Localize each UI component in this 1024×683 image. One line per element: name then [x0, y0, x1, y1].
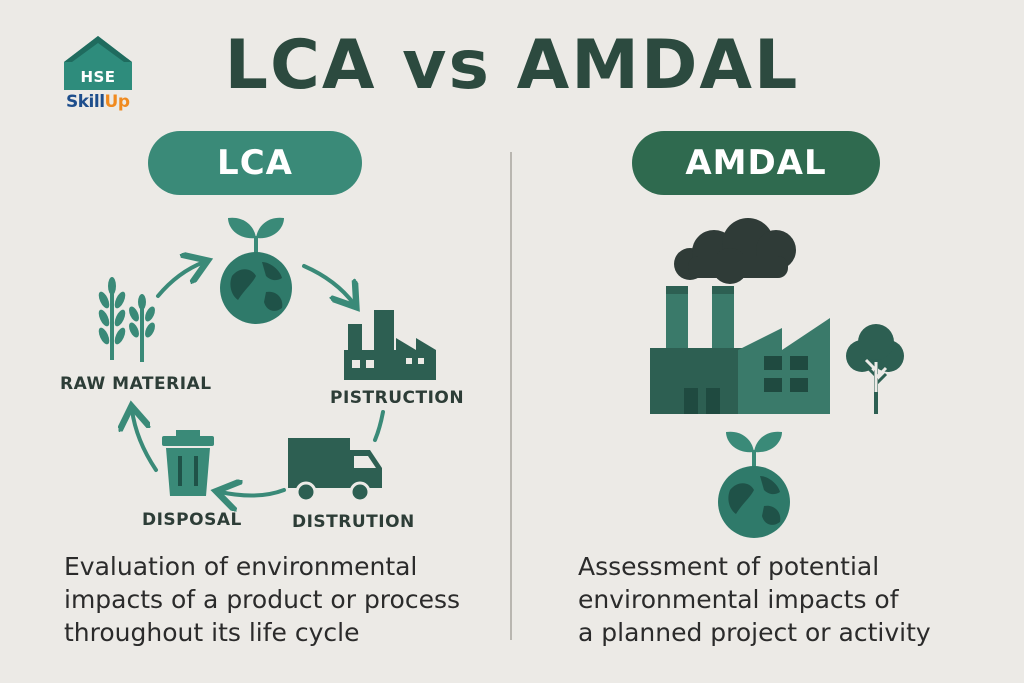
- logo-up-text: Up: [104, 92, 130, 112]
- amdal-heading-pill: AMDAL: [632, 131, 880, 195]
- smoke-cloud-icon: [674, 218, 796, 284]
- hse-skillup-logo: HSE SkillUp: [62, 34, 144, 118]
- wheat-icon: [98, 277, 155, 362]
- lca-description-line: Evaluation of environmental: [64, 552, 418, 581]
- amdal-description: Assessment of potential environmental im…: [578, 550, 1008, 649]
- stage-label-distrution: DISTRUTION: [292, 512, 415, 532]
- cycle-arrow-icon: [373, 410, 385, 442]
- cycle-arrow-icon: [220, 490, 286, 496]
- logo-skillup-text: SkillUp: [66, 92, 130, 112]
- lca-heading-pill: LCA: [148, 131, 362, 195]
- stage-label-raw-material: RAW MATERIAL: [60, 374, 212, 394]
- lca-description: Evaluation of environmental impacts of a…: [64, 550, 504, 649]
- tree-icon: [846, 324, 904, 414]
- factory-icon: [344, 310, 436, 380]
- cycle-arrow-icon: [156, 262, 204, 298]
- cycle-arrow-icon: [132, 410, 158, 472]
- page-title: LCA vs AMDAL: [224, 26, 800, 105]
- stage-label-disposal: DISPOSAL: [142, 510, 242, 530]
- stage-label-pistruction: PISTRUCTION: [330, 388, 465, 408]
- lca-description-line: throughout its life cycle: [64, 618, 360, 647]
- truck-icon: [288, 438, 382, 503]
- center-divider: [510, 152, 512, 640]
- amdal-description-line: Assessment of potential: [578, 552, 880, 581]
- lca-description-line: impacts of a product or process: [64, 585, 461, 614]
- logo-hse-text: HSE: [80, 68, 116, 86]
- globe-sprout-icon: [718, 431, 790, 538]
- logo-skill-text: Skill: [66, 92, 105, 112]
- amdal-description-line: a planned project or activity: [578, 618, 931, 647]
- house-logo-icon: [64, 36, 132, 90]
- amdal-description-line: environmental impacts of: [578, 585, 899, 614]
- trash-bin-icon: [162, 430, 214, 496]
- globe-sprout-icon: [220, 217, 292, 324]
- cycle-arrow-icon: [302, 264, 354, 304]
- factory-icon: [650, 286, 830, 414]
